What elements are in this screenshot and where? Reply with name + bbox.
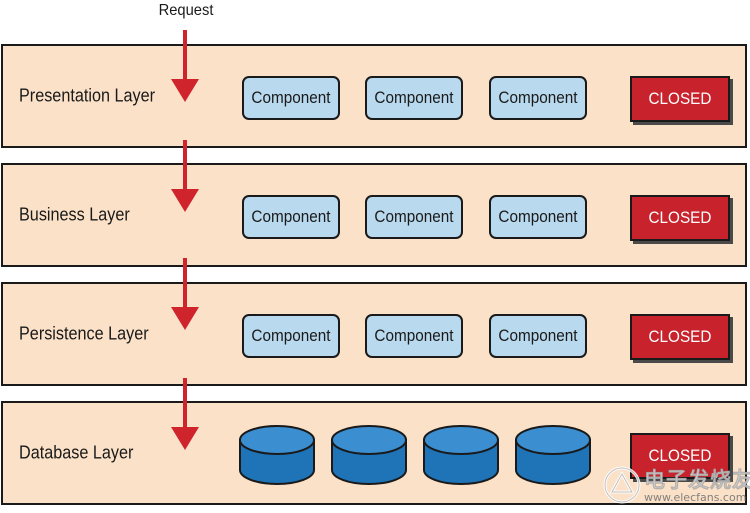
closed-badge: CLOSED [630, 195, 730, 241]
closed-badge: CLOSED [630, 314, 730, 360]
layer-title: Business Layer [19, 204, 130, 225]
layer-business: Business Layer Component Component Compo… [1, 163, 747, 267]
layer-title: Database Layer [19, 442, 134, 463]
layer-presentation: Presentation Layer Component Component C… [1, 44, 747, 148]
layer-title: Persistence Layer [19, 323, 149, 344]
closed-badge: CLOSED [630, 76, 730, 122]
request-label: Request [158, 2, 214, 19]
component-box: Component [365, 314, 463, 358]
component-box: Component [242, 76, 340, 120]
component-box: Component [242, 195, 340, 239]
component-box: Component [365, 195, 463, 239]
component-box: Component [489, 76, 587, 120]
layer-title: Presentation Layer [19, 85, 155, 106]
component-box: Component [365, 76, 463, 120]
layer-database: Database Layer CLOSED [1, 401, 747, 505]
component-box: Component [489, 314, 587, 358]
component-box: Component [489, 195, 587, 239]
component-box: Component [242, 314, 340, 358]
closed-badge: CLOSED [630, 433, 730, 479]
layer-persistence: Persistence Layer Component Component Co… [1, 282, 747, 386]
